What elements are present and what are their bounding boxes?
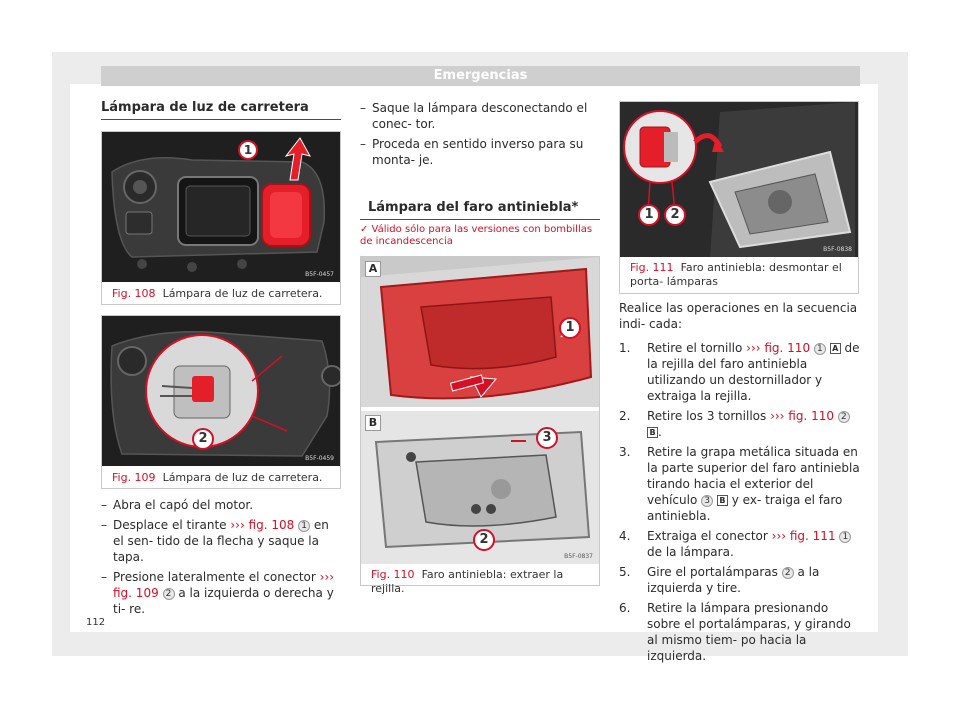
figure-109: 2 B5F-0459 Fig. 109 Lámpara de luz de ca…	[101, 315, 341, 489]
section-title-high-beam: Lámpara de luz de carretera	[101, 100, 309, 115]
figure-link[interactable]: ››› fig. 110	[770, 409, 834, 423]
figure-110-caption: Fig. 110 Faro antiniebla: extraer la rej…	[371, 568, 599, 596]
caption-text: Faro antiniebla: desmontar el porta- lám…	[630, 261, 842, 288]
list-item: 3.Retire la grapa metálica situada en la…	[619, 445, 860, 523]
fog-lamp-holder-illustration	[620, 102, 858, 257]
list-item: 2.Retire los 3 tornillos ››› fig. 110 2 …	[619, 408, 862, 440]
caption-text: Lámpara de luz de carretera.	[162, 287, 323, 300]
page-number: 112	[86, 617, 106, 628]
list-item: Proceda en sentido inverso para su monta…	[360, 136, 600, 168]
right-intro: Realice las operaciones en la secuencia …	[619, 301, 858, 331]
figure-label: Fig. 110	[371, 568, 415, 581]
figure-111: 1 2 B5F-0838 Fig. 111 Faro antiniebla: d…	[619, 101, 859, 294]
figure-109-caption: Fig. 109 Lámpara de luz de carretera.	[112, 471, 322, 485]
figure-link[interactable]: ››› fig. 110	[746, 341, 811, 355]
callout-3: 3	[536, 427, 558, 449]
callout-1: 1	[559, 317, 581, 339]
section-title-fog-lamp: Lámpara del faro antiniebla*	[368, 200, 579, 215]
figure-111-caption: Fig. 111 Faro antiniebla: desmontar el p…	[630, 261, 850, 289]
left-steps: Abra el capó del motor. Desplace el tira…	[101, 497, 341, 621]
callout-2: 2	[192, 428, 214, 450]
callout-badge: 1	[813, 343, 826, 355]
figure-110: A B 1 3 2 B5F-0837 Fig. 110 Faro antinie…	[360, 256, 600, 595]
figure-111-image: 1 2 B5F-0838	[620, 102, 858, 257]
figure-108-image: 1 B5F-0457	[102, 132, 340, 282]
title-underline	[101, 119, 341, 120]
panel-label-a: A	[365, 261, 381, 277]
section-header: Emergencias	[101, 66, 860, 86]
panel-badge: B	[716, 495, 728, 506]
callout-1: 1	[638, 204, 660, 226]
caption-text: Faro antiniebla: extraer la rejilla.	[371, 568, 564, 595]
figure-108: 1 B5F-0457 Fig. 108 Lámpara de luz de ca…	[101, 131, 341, 305]
list-item: Abra el capó del motor.	[101, 497, 341, 513]
figure-108-caption: Fig. 108 Lámpara de luz de carretera.	[112, 287, 322, 301]
callout-2: 2	[473, 529, 495, 551]
callout-badge: 3	[701, 495, 714, 507]
panel-badge: A	[829, 343, 841, 354]
callout-badge: 2	[162, 588, 175, 600]
callout-1: 1	[238, 140, 258, 160]
panel-label-b: B	[365, 415, 381, 431]
figure-code: B5F-0838	[823, 246, 852, 253]
figure-link[interactable]: ››› fig. 108	[230, 518, 295, 532]
figure-label: Fig. 108	[112, 287, 156, 300]
callout-badge: 1	[839, 531, 852, 543]
list-item: Presione lateralmente el conector ››› fi…	[101, 569, 341, 617]
list-item: Saque la lámpara desconectando el conec-…	[360, 100, 600, 132]
figure-109-image: 2 B5F-0459	[102, 316, 340, 466]
figure-link[interactable]: ››› fig. 109	[113, 570, 335, 600]
figure-link[interactable]: ››› fig. 111	[771, 529, 836, 543]
panel-badge: B	[647, 427, 658, 438]
callout-2: 2	[664, 204, 686, 226]
figure-110-image: A B 1 3 2 B5F-0837	[361, 257, 599, 564]
figure-code: B5F-0837	[564, 553, 593, 560]
fog-lamp-grille-illustration	[361, 257, 599, 564]
callout-badge: 2	[837, 411, 850, 423]
headlamp-connector-illustration	[102, 316, 340, 466]
headlamp-illustration	[102, 132, 340, 282]
figure-code: B5F-0457	[305, 271, 334, 278]
caption-text: Lámpara de luz de carretera.	[162, 471, 323, 484]
list-item: 1.Retire el tornillo ››› fig. 110 1 A de…	[619, 341, 860, 403]
callout-badge: 2	[781, 567, 794, 579]
figure-label: Fig. 109	[112, 471, 156, 484]
figure-code: B5F-0459	[305, 455, 334, 462]
right-steps: 1.Retire el tornillo ››› fig. 110 1 A de…	[619, 340, 862, 668]
middle-steps: Saque la lámpara desconectando el conec-…	[360, 100, 600, 172]
callout-badge: 1	[298, 520, 311, 532]
list-item: 5.Gire el portalámparas 2 a la izquierda…	[619, 565, 820, 595]
validity-note: ✓ Válido sólo para las versiones con bom…	[360, 224, 593, 247]
figure-label: Fig. 111	[630, 261, 674, 274]
title-underline	[360, 219, 600, 220]
list-item: 4.Extraiga el conector ››› fig. 111 1 de…	[619, 528, 862, 560]
list-item: Desplace el tirante ››› fig. 108 1 en el…	[101, 517, 341, 565]
list-item: 6.Retire la lámpara presionando sobre el…	[619, 601, 851, 663]
